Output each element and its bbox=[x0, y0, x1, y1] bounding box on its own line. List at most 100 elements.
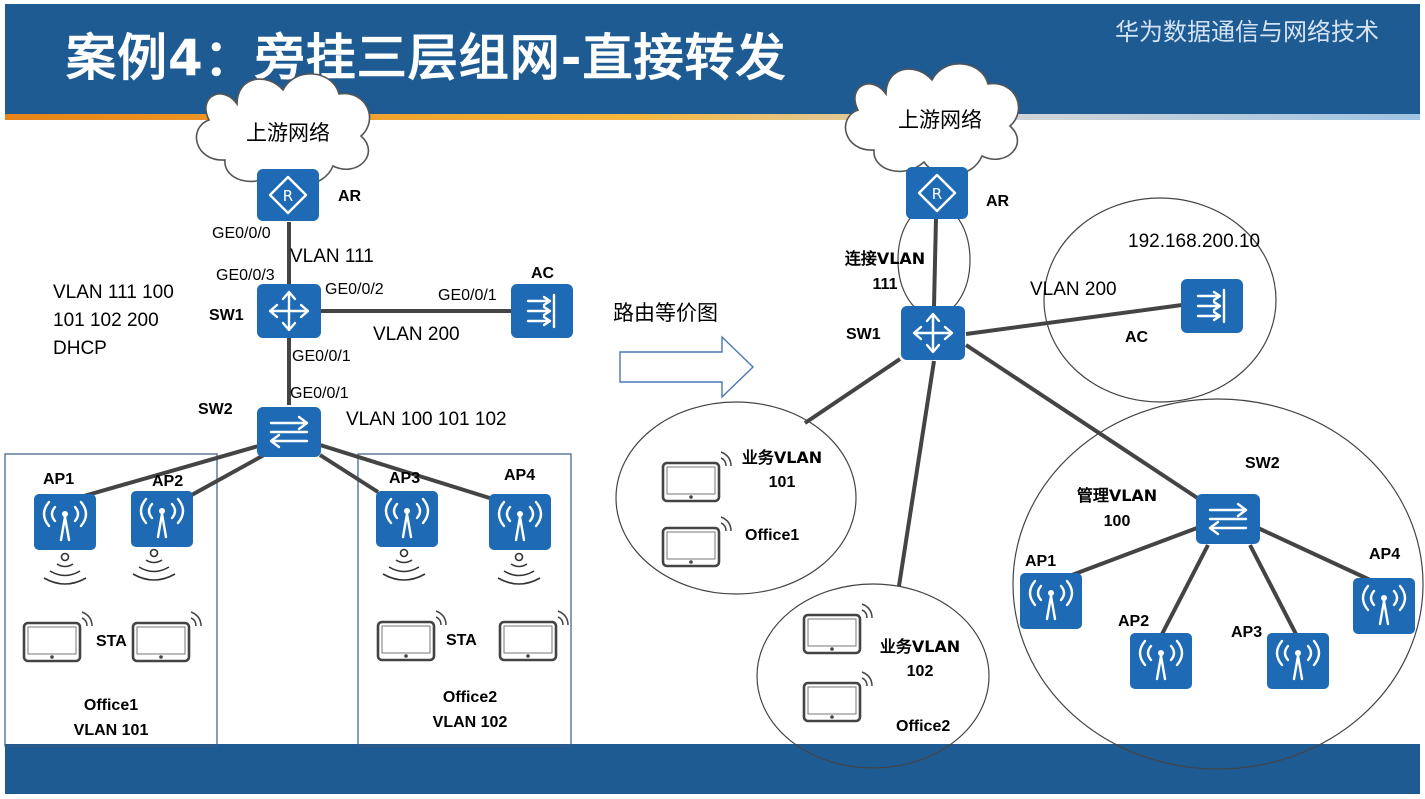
left-ap3-label: AP3 bbox=[389, 470, 420, 487]
vlan-sw1-ac: VLAN 200 bbox=[373, 324, 460, 345]
vlan-sw2: VLAN 100 101 102 bbox=[346, 409, 507, 430]
left-sta-label-2: STA bbox=[446, 632, 477, 649]
access-point-icon bbox=[374, 489, 440, 549]
right-office2-name: Office2 bbox=[896, 718, 950, 735]
left-office1-name: Office1 bbox=[84, 697, 138, 714]
mgmt-label-line2: 100 bbox=[1104, 513, 1131, 530]
right-sw1-label: SW1 bbox=[846, 326, 881, 343]
biz102-label-line2: 102 bbox=[907, 663, 934, 680]
office2-boundary bbox=[357, 453, 572, 747]
tablet-terminal-icon bbox=[22, 610, 94, 663]
link-sw2-ap3 bbox=[318, 453, 380, 494]
link-vlan-label-line1: 连接VLAN bbox=[845, 249, 925, 268]
tablet-terminal-icon bbox=[376, 609, 448, 662]
router-icon bbox=[255, 167, 321, 223]
port-ar-ge000: GE0/0/0 bbox=[212, 225, 271, 242]
link-r-sw2-ap3 bbox=[1248, 544, 1300, 639]
access-point-icon bbox=[32, 492, 98, 552]
left-sw1-label: SW1 bbox=[209, 307, 244, 324]
right-ap4-label: AP4 bbox=[1369, 546, 1400, 563]
router-icon bbox=[904, 165, 970, 221]
ac-ellipse bbox=[1043, 197, 1277, 403]
right-sw2-label: SW2 bbox=[1245, 455, 1280, 472]
ac-ip-address: 192.168.200.10 bbox=[1128, 231, 1260, 252]
mgmt-label-line1: 管理VLAN bbox=[1077, 486, 1157, 505]
sw1-vlans-line2: 101 102 200 bbox=[53, 310, 159, 331]
link-r-sw1-sw2 bbox=[964, 343, 1207, 505]
right-arrow-icon bbox=[619, 335, 755, 399]
link-vlan-label-line2: 111 bbox=[873, 276, 898, 293]
footer-brand: 华为数据通信与网络技术 bbox=[1115, 18, 1379, 46]
left-office2-name: Office2 bbox=[443, 689, 497, 706]
right-ac-label: AC bbox=[1125, 329, 1149, 346]
port-ac-ge001: GE0/0/1 bbox=[438, 287, 497, 304]
office1-ellipse bbox=[615, 401, 857, 595]
ac-vlan-label: VLAN 200 bbox=[1030, 279, 1117, 300]
left-ap4-label: AP4 bbox=[504, 467, 535, 484]
right-ap2-label: AP2 bbox=[1118, 613, 1149, 630]
left-ar-label: AR bbox=[338, 188, 362, 205]
left-office1-vlan: VLAN 101 bbox=[74, 722, 149, 739]
biz101-label-line1: 业务VLAN bbox=[742, 448, 822, 467]
access-point-icon bbox=[1351, 576, 1417, 636]
l3-switch-icon bbox=[255, 282, 323, 340]
left-ap2-label: AP2 bbox=[152, 473, 183, 490]
link-r-ar-sw1 bbox=[932, 217, 938, 307]
l3-switch-icon bbox=[899, 304, 967, 362]
tablet-terminal-icon bbox=[661, 515, 733, 568]
link-r-sw2-ap1 bbox=[1055, 526, 1198, 583]
route-equivalence-label: 路由等价图 bbox=[613, 301, 718, 325]
link-r-sw1-ac bbox=[965, 303, 1183, 336]
tablet-terminal-icon bbox=[661, 450, 733, 503]
right-office1-name: Office1 bbox=[745, 527, 799, 544]
right-ar-label: AR bbox=[986, 193, 1010, 210]
office1-boundary bbox=[4, 453, 218, 747]
access-controller-icon bbox=[509, 282, 575, 340]
right-cloud-label: 上游网络 bbox=[898, 108, 982, 132]
office2-ellipse bbox=[756, 583, 990, 769]
left-sta-label-1: STA bbox=[96, 633, 127, 650]
link-r-sw2-ap4 bbox=[1257, 526, 1382, 587]
access-point-icon bbox=[129, 489, 195, 549]
left-ac-label: AC bbox=[531, 265, 555, 282]
biz102-label-line1: 业务VLAN bbox=[880, 637, 960, 656]
slide-title: 案例4：旁挂三层组网-直接转发 bbox=[66, 29, 787, 87]
wifi-signal-icon bbox=[382, 548, 426, 581]
access-point-icon bbox=[1128, 631, 1194, 691]
left-ap1-label: AP1 bbox=[43, 471, 74, 488]
port-sw1-ge002: GE0/0/2 bbox=[325, 281, 384, 298]
link-r-sw1-office1 bbox=[803, 357, 902, 425]
left-office2-vlan: VLAN 102 bbox=[433, 714, 508, 731]
access-point-icon bbox=[1265, 631, 1331, 691]
biz101-label-line2: 101 bbox=[769, 474, 796, 491]
tablet-terminal-icon bbox=[802, 670, 874, 723]
link-r-sw1-office2 bbox=[897, 360, 936, 587]
sw1-vlans-line3: DHCP bbox=[53, 338, 107, 359]
vlan-ar-sw1: VLAN 111 bbox=[290, 246, 374, 267]
tablet-terminal-icon bbox=[498, 609, 570, 662]
wifi-signal-icon bbox=[43, 552, 87, 585]
link-r-sw2-ap2 bbox=[1158, 544, 1210, 639]
tablet-terminal-icon bbox=[802, 602, 874, 655]
link-sw2-ap2 bbox=[187, 453, 265, 499]
l2-switch-icon bbox=[255, 405, 323, 459]
link-sw2-ap4 bbox=[319, 443, 497, 502]
wifi-signal-icon bbox=[132, 548, 176, 581]
access-point-icon bbox=[1018, 571, 1084, 631]
management-ellipse bbox=[1012, 398, 1424, 770]
port-sw1-ge003: GE0/0/3 bbox=[216, 267, 275, 284]
footer-banner bbox=[5, 744, 1420, 794]
accent-bar bbox=[5, 114, 1420, 120]
left-sw2-label: SW2 bbox=[198, 401, 233, 418]
port-sw2-ge001: GE0/0/1 bbox=[290, 385, 349, 402]
left-cloud-label: 上游网络 bbox=[246, 121, 330, 145]
access-controller-icon bbox=[1179, 277, 1245, 335]
right-ap3-label: AP3 bbox=[1231, 624, 1262, 641]
link-sw2-ap1 bbox=[69, 443, 263, 502]
port-sw1-ge001: GE0/0/1 bbox=[292, 348, 351, 365]
access-point-icon bbox=[487, 492, 553, 552]
wifi-signal-icon bbox=[497, 552, 541, 585]
sw1-vlans-line1: VLAN 111 100 bbox=[53, 282, 174, 303]
right-ap1-label: AP1 bbox=[1025, 553, 1056, 570]
